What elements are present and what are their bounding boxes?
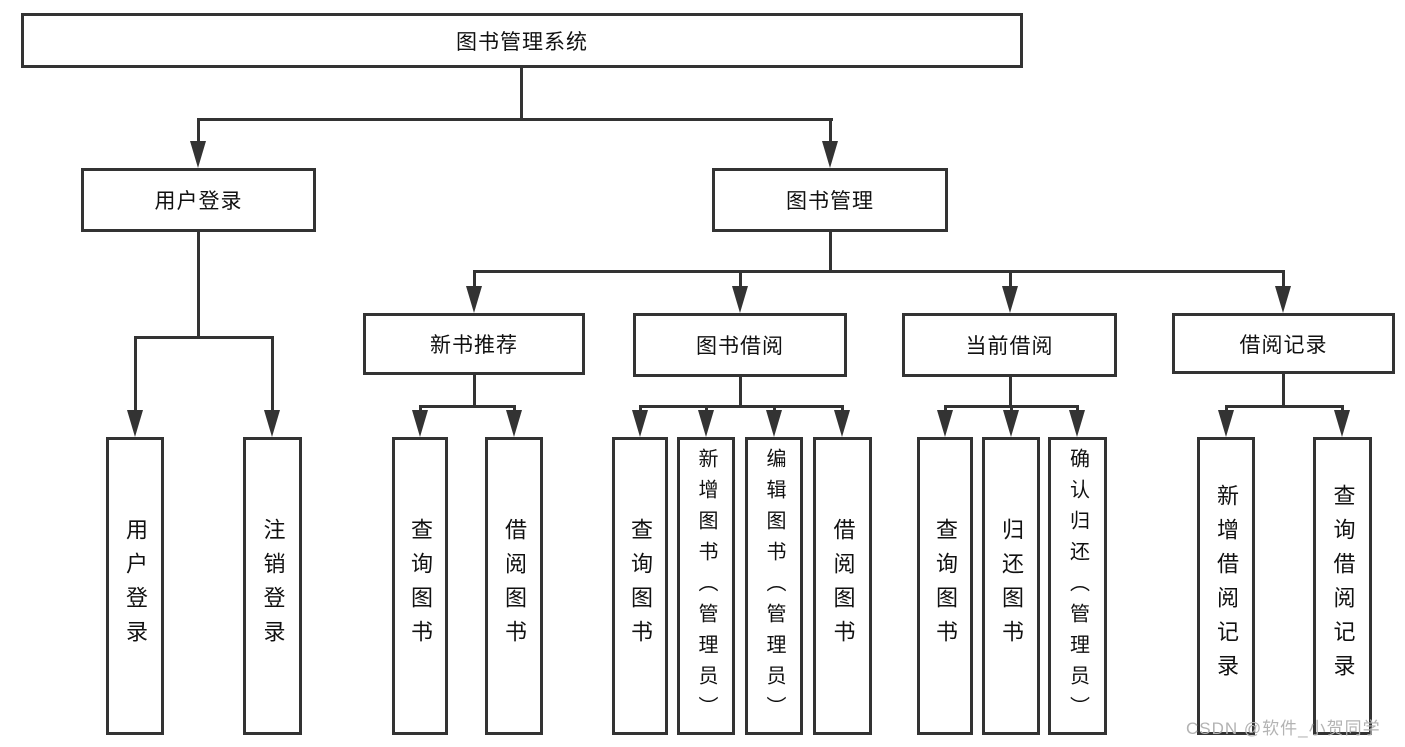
leaf-borrow-books: 借阅图书 [813, 437, 872, 735]
leaf-return-books: 归还图书 [982, 437, 1040, 735]
connector-leaf-shaft [419, 405, 422, 414]
arrowhead-icon [127, 410, 143, 437]
node-label: 图书借阅 [696, 335, 784, 358]
node-label: 编辑图书（管理员） [763, 448, 785, 727]
arrowhead-icon [190, 141, 206, 168]
connector-borrow-vline [739, 376, 742, 408]
node-current-borrow: 当前借阅 [902, 313, 1117, 377]
connector-leaf-shaft [134, 336, 137, 413]
arrowhead-icon [264, 410, 280, 437]
arrowhead-icon [732, 286, 748, 313]
connector-recommend-hline [419, 405, 516, 408]
arrowhead-icon [1275, 286, 1291, 313]
leaf-query-borrow-record: 查询借阅记录 [1313, 437, 1372, 735]
connector-level3-shaft [1009, 270, 1012, 289]
leaf-add-books-admin: 新增图书（管理员） [677, 437, 735, 735]
node-label: 借阅图书 [830, 518, 856, 654]
leaf-borrow-books-recommend: 借阅图书 [485, 437, 543, 735]
connector-user-login-shaft [197, 118, 200, 144]
node-label: 查询图书 [628, 518, 653, 654]
arrowhead-icon [1002, 286, 1018, 313]
node-label: 新书推荐 [430, 334, 518, 357]
connector-level3-shaft [473, 270, 476, 289]
connector-records-hline [1225, 405, 1344, 408]
leaf-confirm-return-admin: 确认归还（管理员） [1048, 437, 1107, 735]
node-label: 借阅图书 [502, 518, 527, 654]
connector-leaf-shaft [513, 405, 516, 414]
connector-user-login-vline [197, 231, 200, 338]
leaf-logout: 注销登录 [243, 437, 302, 735]
connector-leaf-shaft [773, 405, 776, 414]
arrowhead-icon [1218, 410, 1234, 437]
node-label: 查询图书 [408, 518, 433, 654]
node-book-borrow: 图书借阅 [633, 313, 847, 377]
node-borrow-records: 借阅记录 [1172, 313, 1395, 374]
connector-level3-shaft [1282, 270, 1285, 289]
leaf-user-login: 用户登录 [106, 437, 164, 735]
connector-level2-hline [197, 118, 833, 121]
connector-user-login-hline [134, 336, 274, 339]
arrowhead-icon [1069, 410, 1085, 437]
leaf-edit-books-admin: 编辑图书（管理员） [745, 437, 803, 735]
connector-leaf-shaft [1341, 405, 1344, 414]
connector-leaf-shaft [1225, 405, 1228, 414]
node-label: 归还图书 [999, 518, 1024, 654]
connector-book-mgmt-vline [829, 231, 832, 273]
connector-borrow-hline [639, 405, 844, 408]
node-new-book-recommend: 新书推荐 [363, 313, 585, 375]
connector-root-vline [520, 67, 523, 121]
connector-leaf-shaft [944, 405, 947, 414]
arrowhead-icon [834, 410, 850, 437]
node-user-login: 用户登录 [81, 168, 316, 232]
connector-leaf-shaft [1076, 405, 1079, 414]
connector-level3-shaft [739, 270, 742, 289]
node-label: 新增借阅记录 [1214, 484, 1239, 688]
arrowhead-icon [1334, 410, 1350, 437]
csdn-watermark: CSDN @软件_小贺同学 [1186, 719, 1381, 738]
arrowhead-icon [766, 410, 782, 437]
leaf-add-borrow-record: 新增借阅记录 [1197, 437, 1255, 735]
arrowhead-icon [632, 410, 648, 437]
arrowhead-icon [1003, 410, 1019, 437]
arrowhead-icon [698, 410, 714, 437]
node-label: 图书管理 [786, 190, 874, 213]
node-label: 注销登录 [260, 518, 286, 654]
arrowhead-icon [412, 410, 428, 437]
node-label: 查询图书 [933, 518, 958, 654]
node-label: 用户登录 [154, 190, 243, 213]
arrowhead-icon [822, 141, 838, 168]
connector-leaf-shaft [705, 405, 708, 414]
node-label: 查询借阅记录 [1330, 484, 1356, 688]
arrowhead-icon [466, 286, 482, 313]
connector-leaf-shaft [1010, 405, 1013, 414]
connector-leaf-shaft [639, 405, 642, 414]
node-label: 图书管理系统 [456, 30, 588, 54]
node-label: 借阅记录 [1239, 333, 1328, 357]
node-library-management-system: 图书管理系统 [21, 13, 1023, 68]
node-label: 确认归还（管理员） [1066, 448, 1089, 727]
leaf-query-books-recommend: 查询图书 [392, 437, 448, 735]
connector-leaf-shaft [841, 405, 844, 414]
connector-book-mgmt-shaft [829, 118, 832, 144]
node-label: 用户登录 [123, 518, 148, 654]
leaf-query-books-current: 查询图书 [917, 437, 973, 735]
connector-current-vline [1009, 376, 1012, 408]
connector-records-vline [1282, 373, 1285, 408]
node-label: 当前借阅 [965, 335, 1054, 358]
arrowhead-icon [937, 410, 953, 437]
leaf-query-books-borrow: 查询图书 [612, 437, 668, 735]
connector-recommend-vline [473, 374, 476, 408]
connector-leaf-shaft [271, 336, 274, 413]
node-book-management: 图书管理 [712, 168, 948, 232]
connector-level3-hline [473, 270, 1285, 273]
node-label: 新增图书（管理员） [695, 448, 717, 727]
arrowhead-icon [506, 410, 522, 437]
